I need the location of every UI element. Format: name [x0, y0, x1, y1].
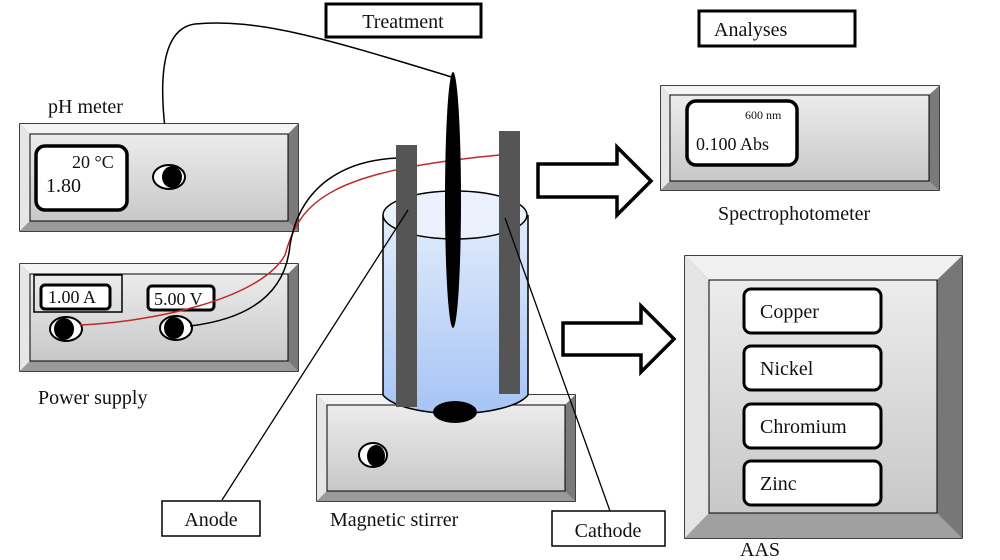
voltage-readout: 5.00 V: [154, 289, 203, 309]
ph-probe-socket-icon: [152, 164, 186, 190]
ph-probe-cable: [161, 22, 456, 177]
aas-label: AAS: [740, 539, 780, 560]
arrow-right-icon: [561, 301, 677, 377]
treatment-label-box: Treatment: [324, 2, 483, 39]
analyses-label: Analyses: [714, 19, 788, 41]
ph-meter-label: pH meter: [48, 96, 123, 118]
magnetic-stirrer-label: Magnetic stirrer: [330, 509, 459, 531]
svg-text:Zinc: Zinc: [760, 473, 797, 495]
aas-element-item: Zinc: [742, 459, 883, 507]
anode-label: Anode: [184, 509, 237, 531]
svg-text:Copper: Copper: [760, 301, 819, 323]
terminal-positive-icon: [49, 316, 83, 342]
arrow-right-icon: [536, 142, 654, 220]
wavelength-readout: 600 nm: [745, 108, 782, 122]
stirrer-knob-icon: [358, 442, 388, 468]
svg-text:Nickel: Nickel: [760, 358, 814, 380]
ph-meter-device: 20 °C 1.80: [19, 123, 299, 232]
spectrophotometer-device: 600 nm 0.100 Abs: [660, 85, 940, 191]
current-readout: 1.00 A: [48, 287, 96, 307]
aas-element-item: Copper: [742, 287, 883, 335]
red-wire: [79, 153, 511, 326]
ph-value: 1.80: [46, 175, 81, 197]
power-supply-label: Power supply: [38, 387, 147, 409]
terminal-negative-icon: [159, 315, 193, 341]
aas-element-item: Nickel: [742, 344, 883, 392]
anode-electrode: [396, 145, 417, 407]
spectrophotometer-label: Spectrophotometer: [718, 203, 871, 225]
cathode-electrode: [499, 131, 520, 394]
svg-text:Chromium: Chromium: [760, 416, 847, 438]
ph-probe: [445, 72, 461, 328]
analyses-label-box: Analyses: [697, 9, 857, 48]
cathode-label: Cathode: [575, 520, 642, 542]
black-wire: [189, 157, 399, 327]
stir-bar-icon: [433, 401, 477, 423]
aas-device: Copper Nickel Chromium Zinc: [684, 255, 963, 539]
ph-temperature: 20 °C: [72, 152, 114, 172]
aas-element-item: Chromium: [742, 402, 883, 450]
anode-label-box: Anode: [161, 500, 261, 537]
treatment-label: Treatment: [362, 11, 444, 33]
cathode-label-box: Cathode: [551, 510, 666, 547]
absorbance-readout: 0.100 Abs: [696, 134, 769, 154]
power-supply-device: 1.00 A 5.00 V: [19, 263, 299, 372]
